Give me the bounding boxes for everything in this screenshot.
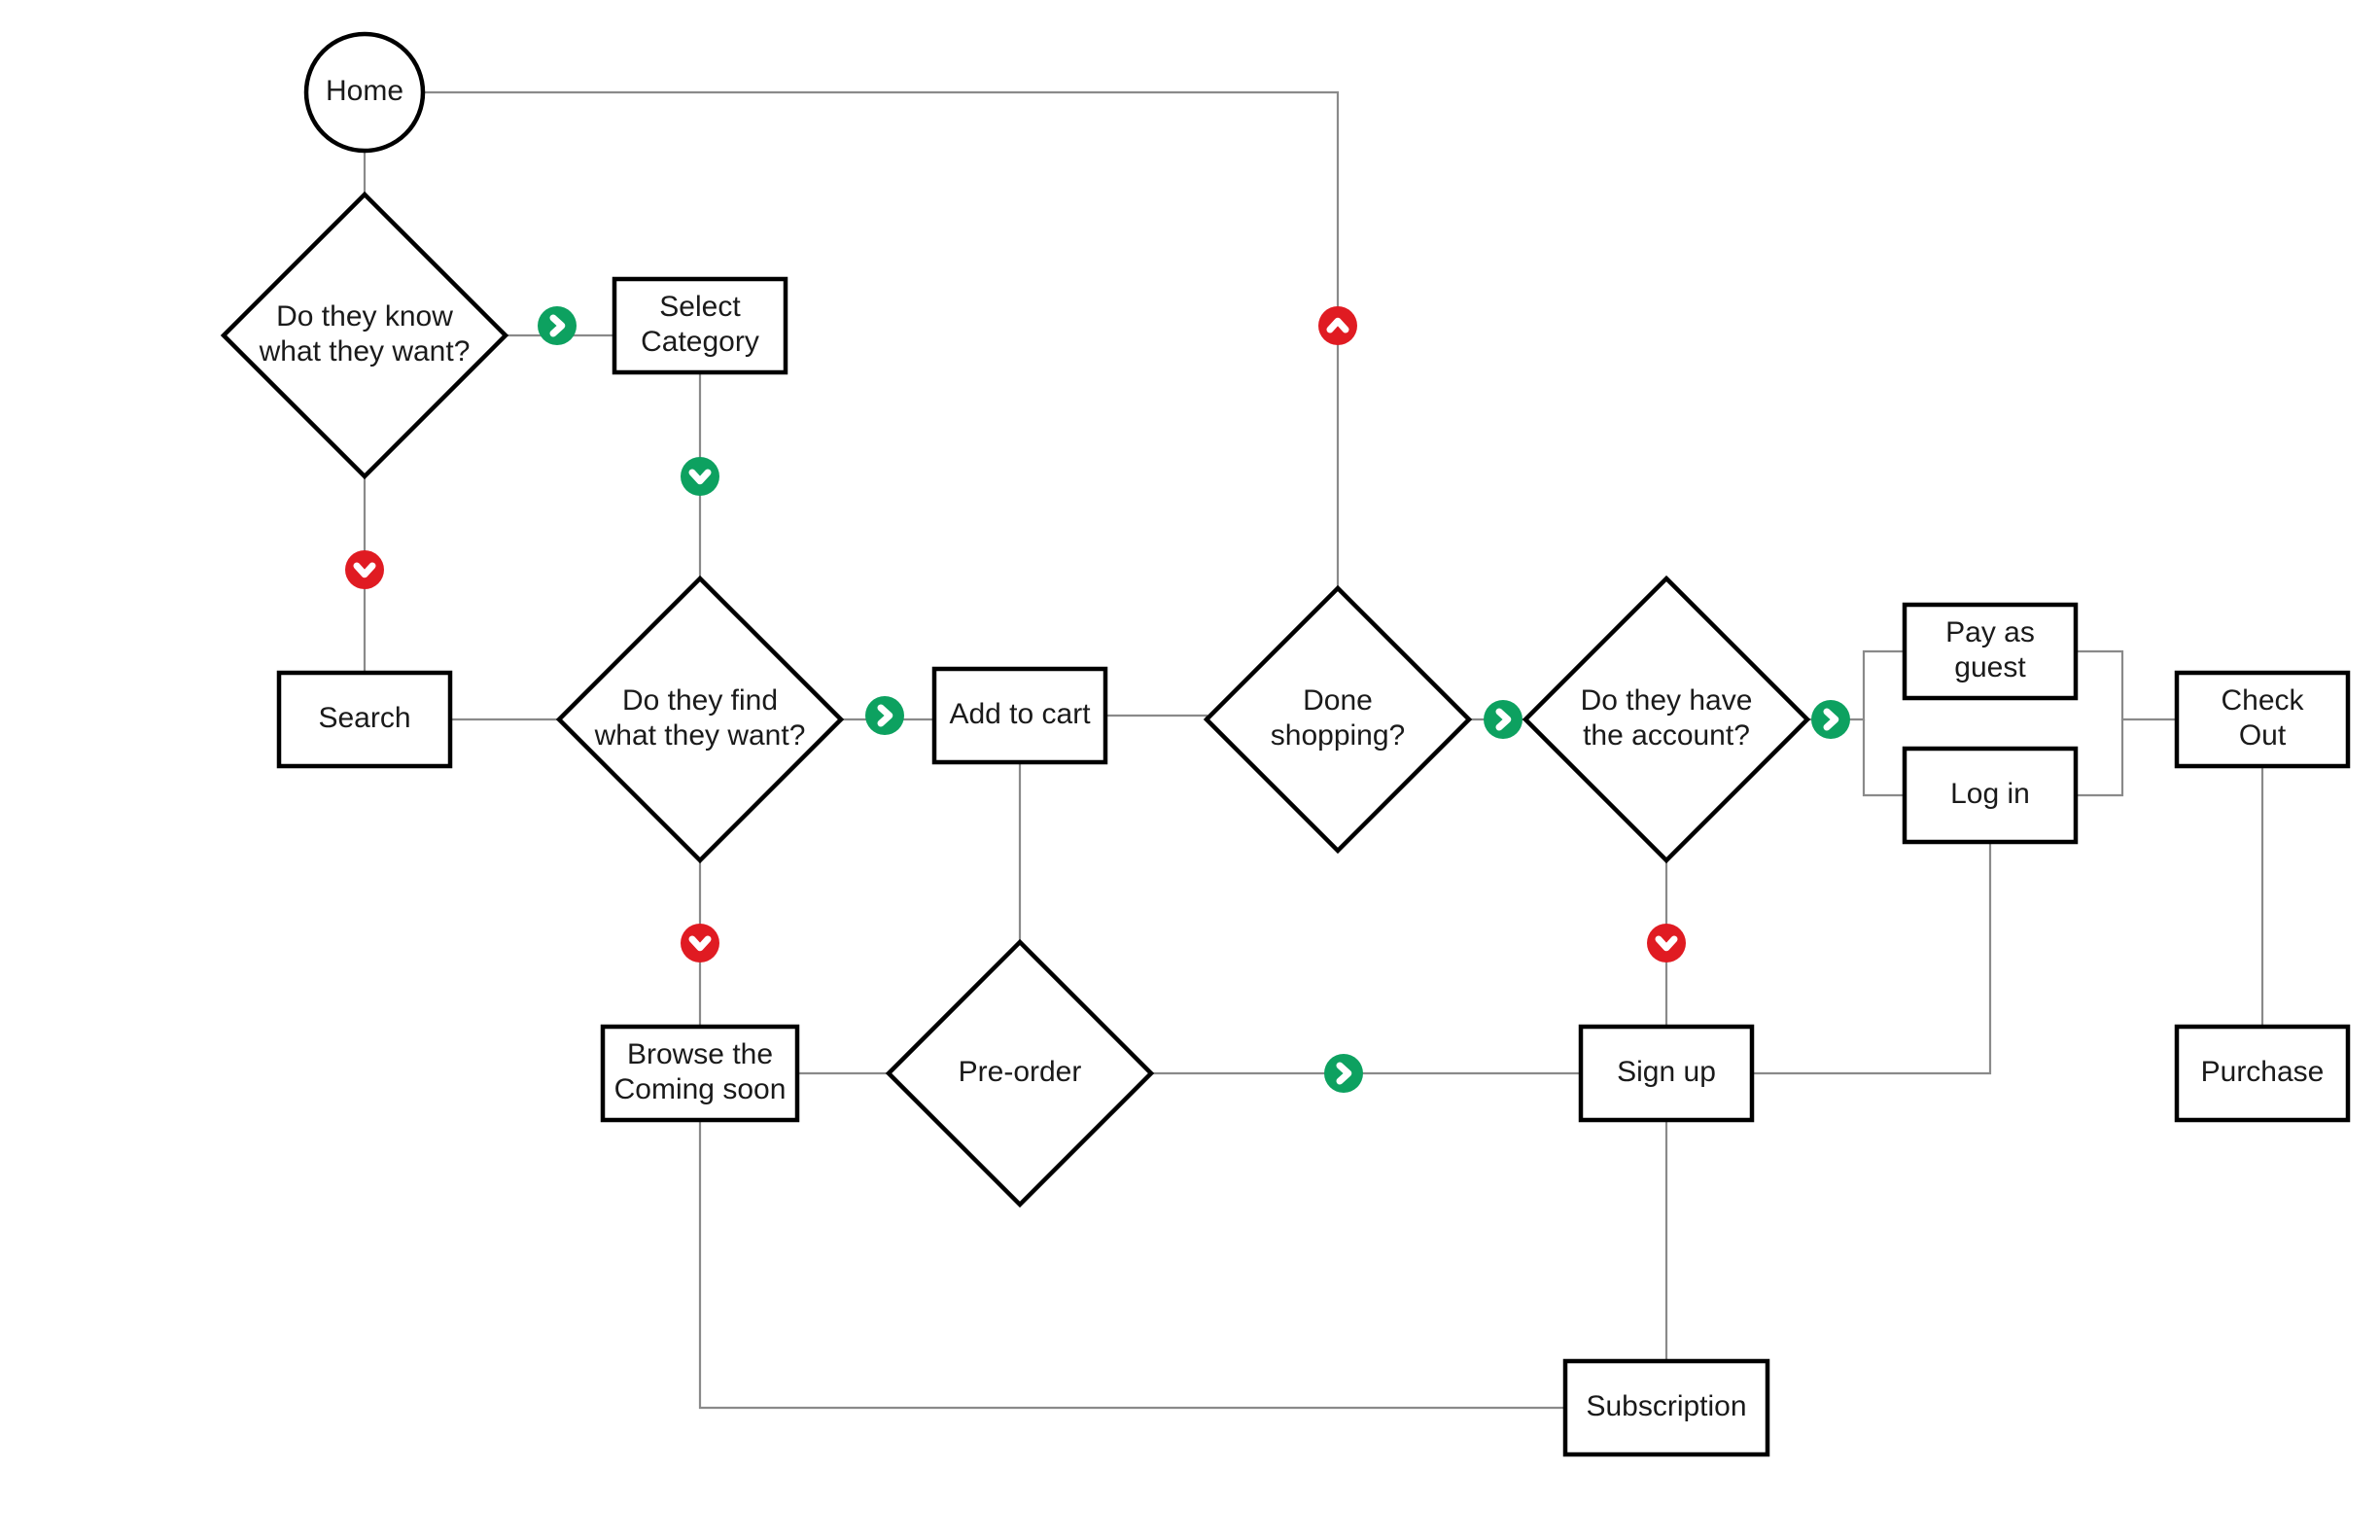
node-label-log_in: Log in xyxy=(1950,778,2030,810)
node-shape-circle xyxy=(303,31,426,154)
node-home[interactable]: Home xyxy=(303,31,426,154)
badge-layer xyxy=(345,306,1850,1093)
node-shape-rect xyxy=(600,1024,800,1123)
node-label-find_want: Do they find xyxy=(622,684,778,717)
connector-log_in-to-sign_up xyxy=(1752,842,1992,1075)
node-label-add_to_cart: Add to cart xyxy=(949,698,1091,730)
node-shape-diamond xyxy=(555,575,845,864)
node-shape-diamond xyxy=(885,938,1155,1208)
node-label-find_want: what they want? xyxy=(594,719,806,752)
badge-yes-chevron-right-b-account-yes[interactable] xyxy=(1811,700,1850,739)
node-shape-rect xyxy=(1902,746,2079,845)
node-shape-diamond xyxy=(220,191,509,480)
badge-yes-chevron-right-b-know-yes[interactable] xyxy=(538,306,577,345)
node-shape-diamond xyxy=(1203,584,1473,855)
node-purchase[interactable]: Purchase xyxy=(2174,1024,2351,1123)
node-subscription[interactable]: Subscription xyxy=(1562,1358,1770,1457)
badge-no-chevron-down-b-account-no[interactable] xyxy=(1647,924,1686,962)
badge-yes-chevron-right-b-preorder-yes[interactable] xyxy=(1324,1054,1363,1093)
node-shape-rect xyxy=(612,276,788,375)
node-label-have_account: Do they have xyxy=(1581,684,1753,717)
node-shape-rect xyxy=(276,670,453,769)
node-label-select_category: Select xyxy=(659,291,741,323)
node-label-purchase: Purchase xyxy=(2201,1056,2325,1088)
badge-no-chevron-down-b-find-no[interactable] xyxy=(681,924,719,962)
node-shape-rect xyxy=(1902,602,2079,701)
chevron-right-icon xyxy=(877,704,893,727)
node-label-know_want: what they want? xyxy=(259,335,471,368)
badge-no-chevron-up-b-done-no[interactable] xyxy=(1318,306,1357,345)
node-shape-rect xyxy=(2174,1024,2351,1123)
node-shape-rect xyxy=(1562,1358,1770,1457)
chevron-down-icon xyxy=(1655,935,1678,952)
badge-yes-chevron-down-b-category-yes[interactable] xyxy=(681,457,719,496)
node-sign_up[interactable]: Sign up xyxy=(1578,1024,1755,1123)
node-label-pre_order: Pre-order xyxy=(959,1056,1082,1088)
chevron-down-icon xyxy=(688,935,712,952)
chevron-right-icon xyxy=(1336,1062,1352,1085)
node-label-done_shopping: Done xyxy=(1303,684,1373,717)
node-shape-diamond xyxy=(1522,575,1811,864)
node-shape-rect xyxy=(931,666,1108,765)
node-label-sign_up: Sign up xyxy=(1617,1056,1716,1088)
connector-have_account-to-log_in xyxy=(1862,719,1905,797)
node-shape-rect xyxy=(2174,670,2351,769)
node-search[interactable]: Search xyxy=(276,670,453,769)
connector-add_to_cart-to-done_shopping xyxy=(1105,714,1208,719)
chevron-up-icon xyxy=(1326,317,1349,333)
node-label-subscription: Subscription xyxy=(1586,1390,1746,1422)
chevron-down-icon xyxy=(353,562,376,578)
chevron-down-icon xyxy=(688,469,712,485)
connector-browse_coming-to-subscription xyxy=(698,1027,1565,1410)
connector-done_shopping-to-home xyxy=(423,90,1340,588)
node-label-know_want: Do they know xyxy=(276,300,453,332)
node-label-have_account: the account? xyxy=(1583,719,1750,752)
node-label-check_out: Out xyxy=(2239,719,2287,752)
badge-no-chevron-down-b-know-no[interactable] xyxy=(345,550,384,589)
node-label-browse_coming: Browse the xyxy=(627,1038,773,1070)
chevron-right-icon xyxy=(549,314,566,337)
connector-pay_as_guest-to-check_out xyxy=(2076,649,2177,721)
node-pre_order[interactable]: Pre-order xyxy=(885,938,1155,1208)
chevron-right-icon xyxy=(1823,708,1839,731)
node-label-search: Search xyxy=(318,702,410,734)
chevron-right-icon xyxy=(1495,708,1512,731)
node-label-home: Home xyxy=(326,75,403,107)
connector-log_in-to-check_out xyxy=(2076,719,2124,797)
node-label-select_category: Category xyxy=(641,326,759,358)
node-log_in[interactable]: Log in xyxy=(1902,746,2079,845)
node-label-pay_as_guest: Pay as xyxy=(1945,616,2035,648)
node-label-check_out: Check xyxy=(2221,684,2304,717)
node-label-pay_as_guest: guest xyxy=(1954,651,2026,683)
node-label-done_shopping: shopping? xyxy=(1271,719,1405,752)
badge-yes-chevron-right-b-find-yes[interactable] xyxy=(865,696,904,735)
node-shape-rect xyxy=(1578,1024,1755,1123)
node-label-browse_coming: Coming soon xyxy=(614,1073,787,1105)
node-add_to_cart[interactable]: Add to cart xyxy=(931,666,1108,765)
badge-yes-chevron-right-b-done-yes[interactable] xyxy=(1484,700,1522,739)
